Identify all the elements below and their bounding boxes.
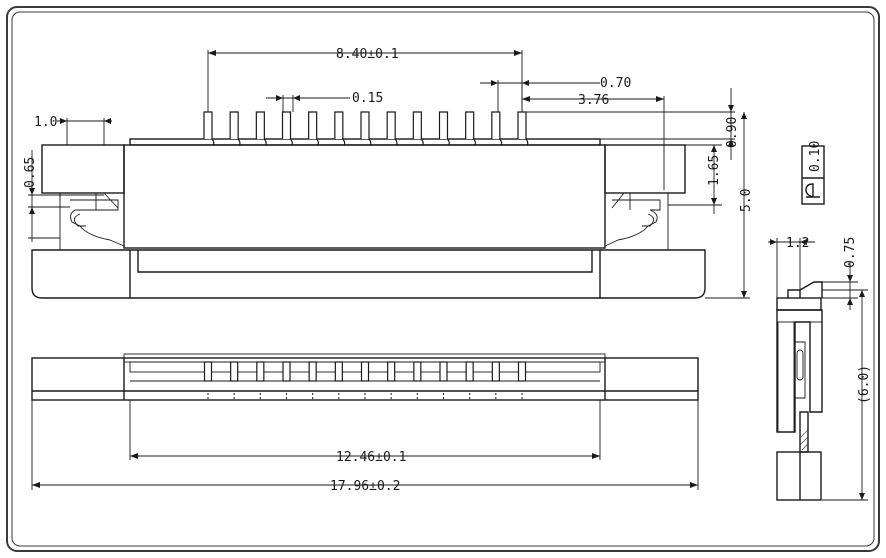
dim-left-065: 0.65 (23, 157, 38, 188)
pin-front (360, 111, 372, 146)
dim-right-165: 1.65 (707, 155, 722, 186)
dim-offset-376: 3.76 (578, 93, 609, 108)
pin-bottom (203, 361, 213, 382)
pin-bottom (256, 361, 265, 382)
pin-front (308, 111, 320, 146)
pin-front (386, 111, 398, 146)
connector-base (31, 249, 706, 299)
front-pins (203, 111, 529, 146)
pin-bottom (413, 361, 422, 382)
side-dimensions: 1.2 0.75 (6.0) (768, 236, 872, 501)
pin-front (465, 111, 477, 146)
dim-pin-width: 0.15 (352, 91, 383, 106)
dim-pitch-span: 8.40±0.1 (336, 47, 399, 62)
pin-front (517, 111, 529, 146)
dim-overall-width: 17.96±0.2 (330, 479, 400, 494)
bottom-view (31, 353, 699, 401)
right-latch-block (604, 144, 686, 194)
bottom-dimensions: 12.46±0.1 17.96±0.2 (31, 400, 699, 494)
pin-front (281, 111, 293, 146)
pin-bottom (517, 361, 527, 382)
pin-bottom (308, 361, 317, 382)
profile-symbol-icon (805, 183, 820, 198)
drawing-frame (6, 6, 880, 552)
pin-bottom (491, 361, 500, 382)
pin-bottom (387, 361, 396, 382)
pin-front (334, 111, 346, 146)
front-view (31, 111, 706, 299)
bottom-pin-guides (207, 393, 523, 400)
pin-bottom (334, 361, 343, 382)
dim-height-50: 5.0 (739, 189, 754, 212)
pin-front (412, 111, 424, 146)
pin-front (438, 111, 450, 146)
pin-bottom (282, 361, 291, 382)
dim-right-090: 0.90 (725, 117, 740, 148)
dim-left-10: 1.0 (34, 115, 57, 130)
pin-front (229, 111, 241, 146)
pin-front (491, 111, 503, 146)
pin-front (203, 111, 215, 146)
tolerance-value: 0.10 (808, 141, 823, 172)
pin-front (255, 111, 267, 146)
connector-body (123, 144, 606, 249)
pin-bottom (439, 361, 448, 382)
front-dimensions: 8.40±0.1 0.15 0.70 3.76 1.0 0.65 (23, 47, 754, 299)
pin-bottom (465, 361, 474, 382)
bottom-outline (31, 357, 699, 401)
side-view (776, 281, 823, 501)
dim-side-075: 0.75 (843, 237, 858, 268)
dim-side-12: 1.2 (786, 236, 809, 251)
pin-bottom (360, 361, 370, 382)
dim-side-60: (6.0) (857, 365, 872, 404)
dim-offset-070: 0.70 (600, 76, 631, 91)
bottom-pins (203, 361, 527, 382)
tolerance-frame: 0.10 (801, 141, 825, 205)
dim-inner-width: 12.46±0.1 (336, 450, 406, 465)
left-latch-block (41, 144, 125, 194)
pin-bottom (230, 361, 239, 382)
